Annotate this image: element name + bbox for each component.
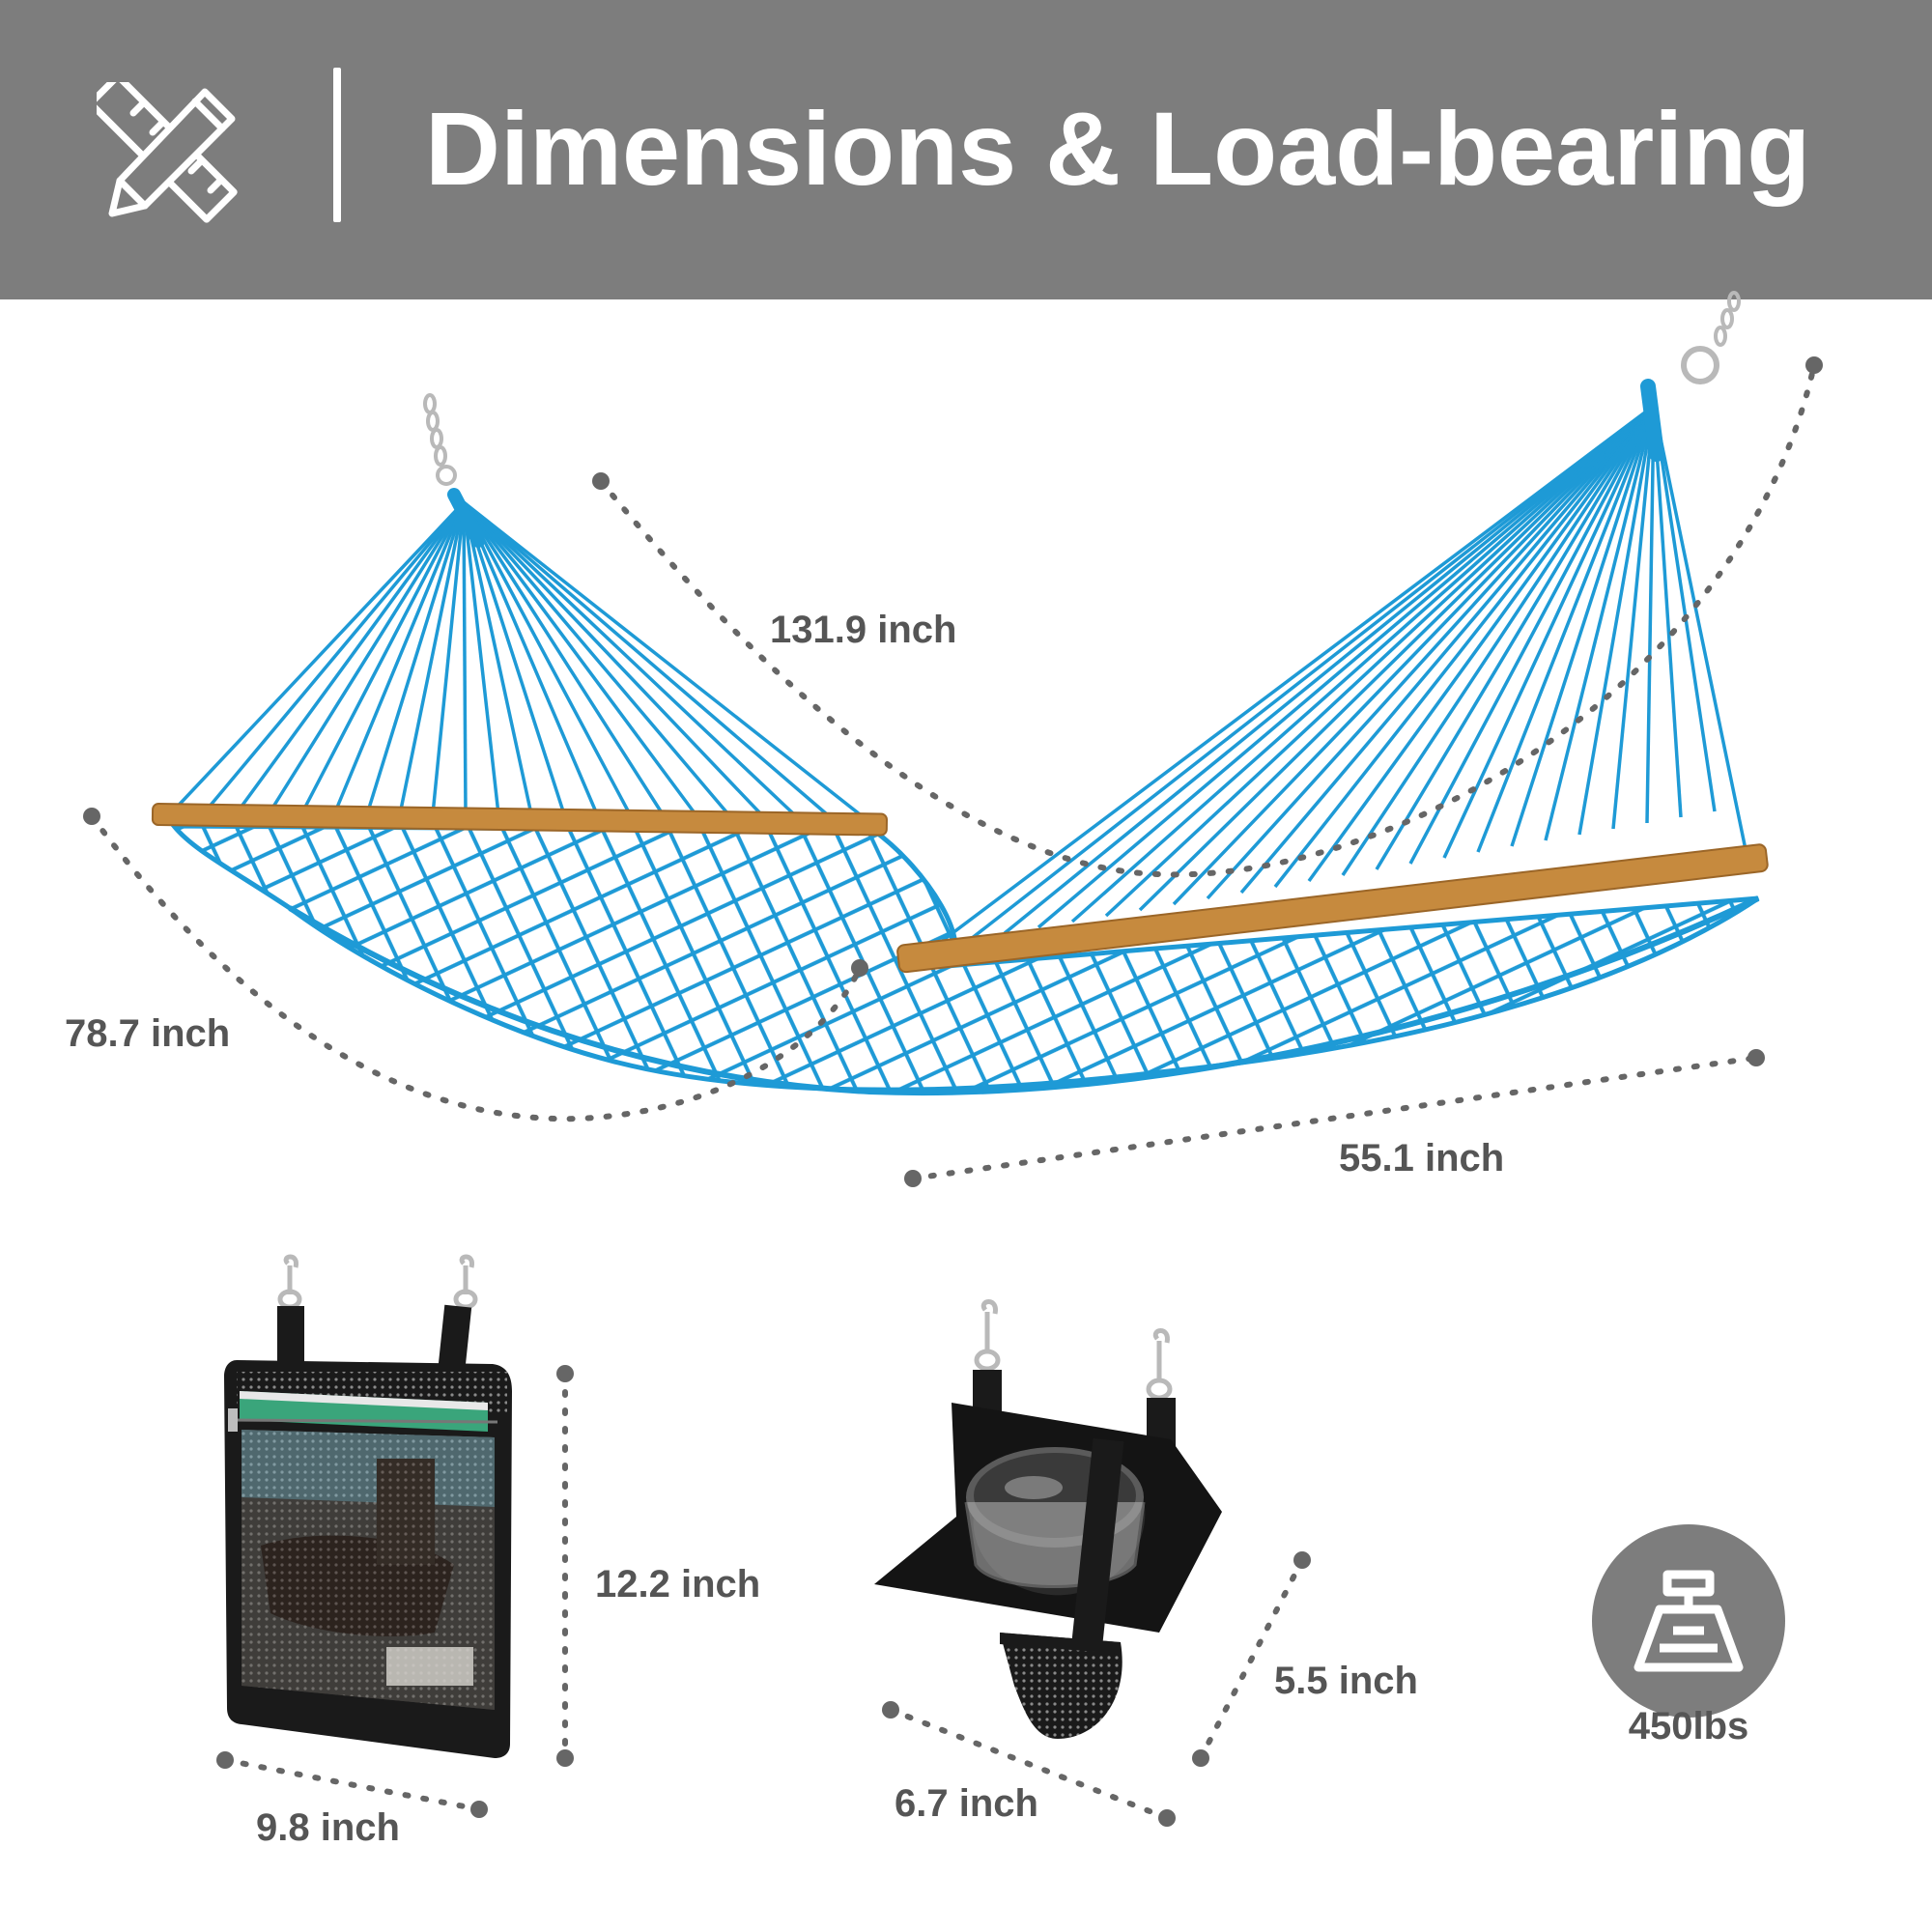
- hammock: [151, 291, 1769, 1096]
- cup-holder: [874, 1299, 1222, 1739]
- page-title: Dimensions & Load-bearing: [425, 90, 1811, 207]
- weight-icon: [1634, 1570, 1744, 1672]
- net-edge: [288, 895, 1760, 1096]
- guide-pocket-width: [222, 1757, 482, 1812]
- hammock-bed-length-label: 78.7 inch: [65, 1012, 231, 1055]
- left-chain: [423, 393, 457, 486]
- weight-badge: [1592, 1524, 1785, 1718]
- hammock-width-label: 55.1 inch: [1339, 1137, 1505, 1179]
- right-spreader-bar: [896, 843, 1769, 974]
- dimension-guides: [89, 362, 1817, 1821]
- left-suspension-strings: [168, 500, 862, 816]
- cup-holder-width-label: 6.7 inch: [895, 1782, 1038, 1825]
- left-spreader-bar: [151, 803, 888, 837]
- right-string-knot: [1640, 379, 1664, 462]
- guide-cup-width: [888, 1707, 1170, 1821]
- right-chain: [1681, 291, 1741, 384]
- guide-width: [910, 1055, 1759, 1181]
- guide-cup-depth: [1198, 1557, 1305, 1761]
- side-storage-pocket: [224, 1254, 512, 1758]
- load-capacity-label: 450lbs: [1628, 1705, 1749, 1747]
- hammock-net-bed: [168, 823, 1760, 1093]
- ruler-pencil-icon: [97, 82, 238, 223]
- cup-holder-depth-label: 5.5 inch: [1274, 1660, 1418, 1702]
- header-bar: Dimensions & Load-bearing: [0, 0, 1932, 299]
- hammock-length-label: 131.9 inch: [770, 609, 957, 651]
- pocket-height-label: 12.2 inch: [595, 1563, 761, 1605]
- dimension-endpoints: [83, 356, 1823, 1827]
- right-suspension-strings: [935, 404, 1750, 947]
- guide-bed-length: [89, 813, 863, 1122]
- pocket-width-label: 9.8 inch: [256, 1806, 400, 1849]
- header-divider: [333, 68, 341, 222]
- left-string-knot: [447, 488, 485, 548]
